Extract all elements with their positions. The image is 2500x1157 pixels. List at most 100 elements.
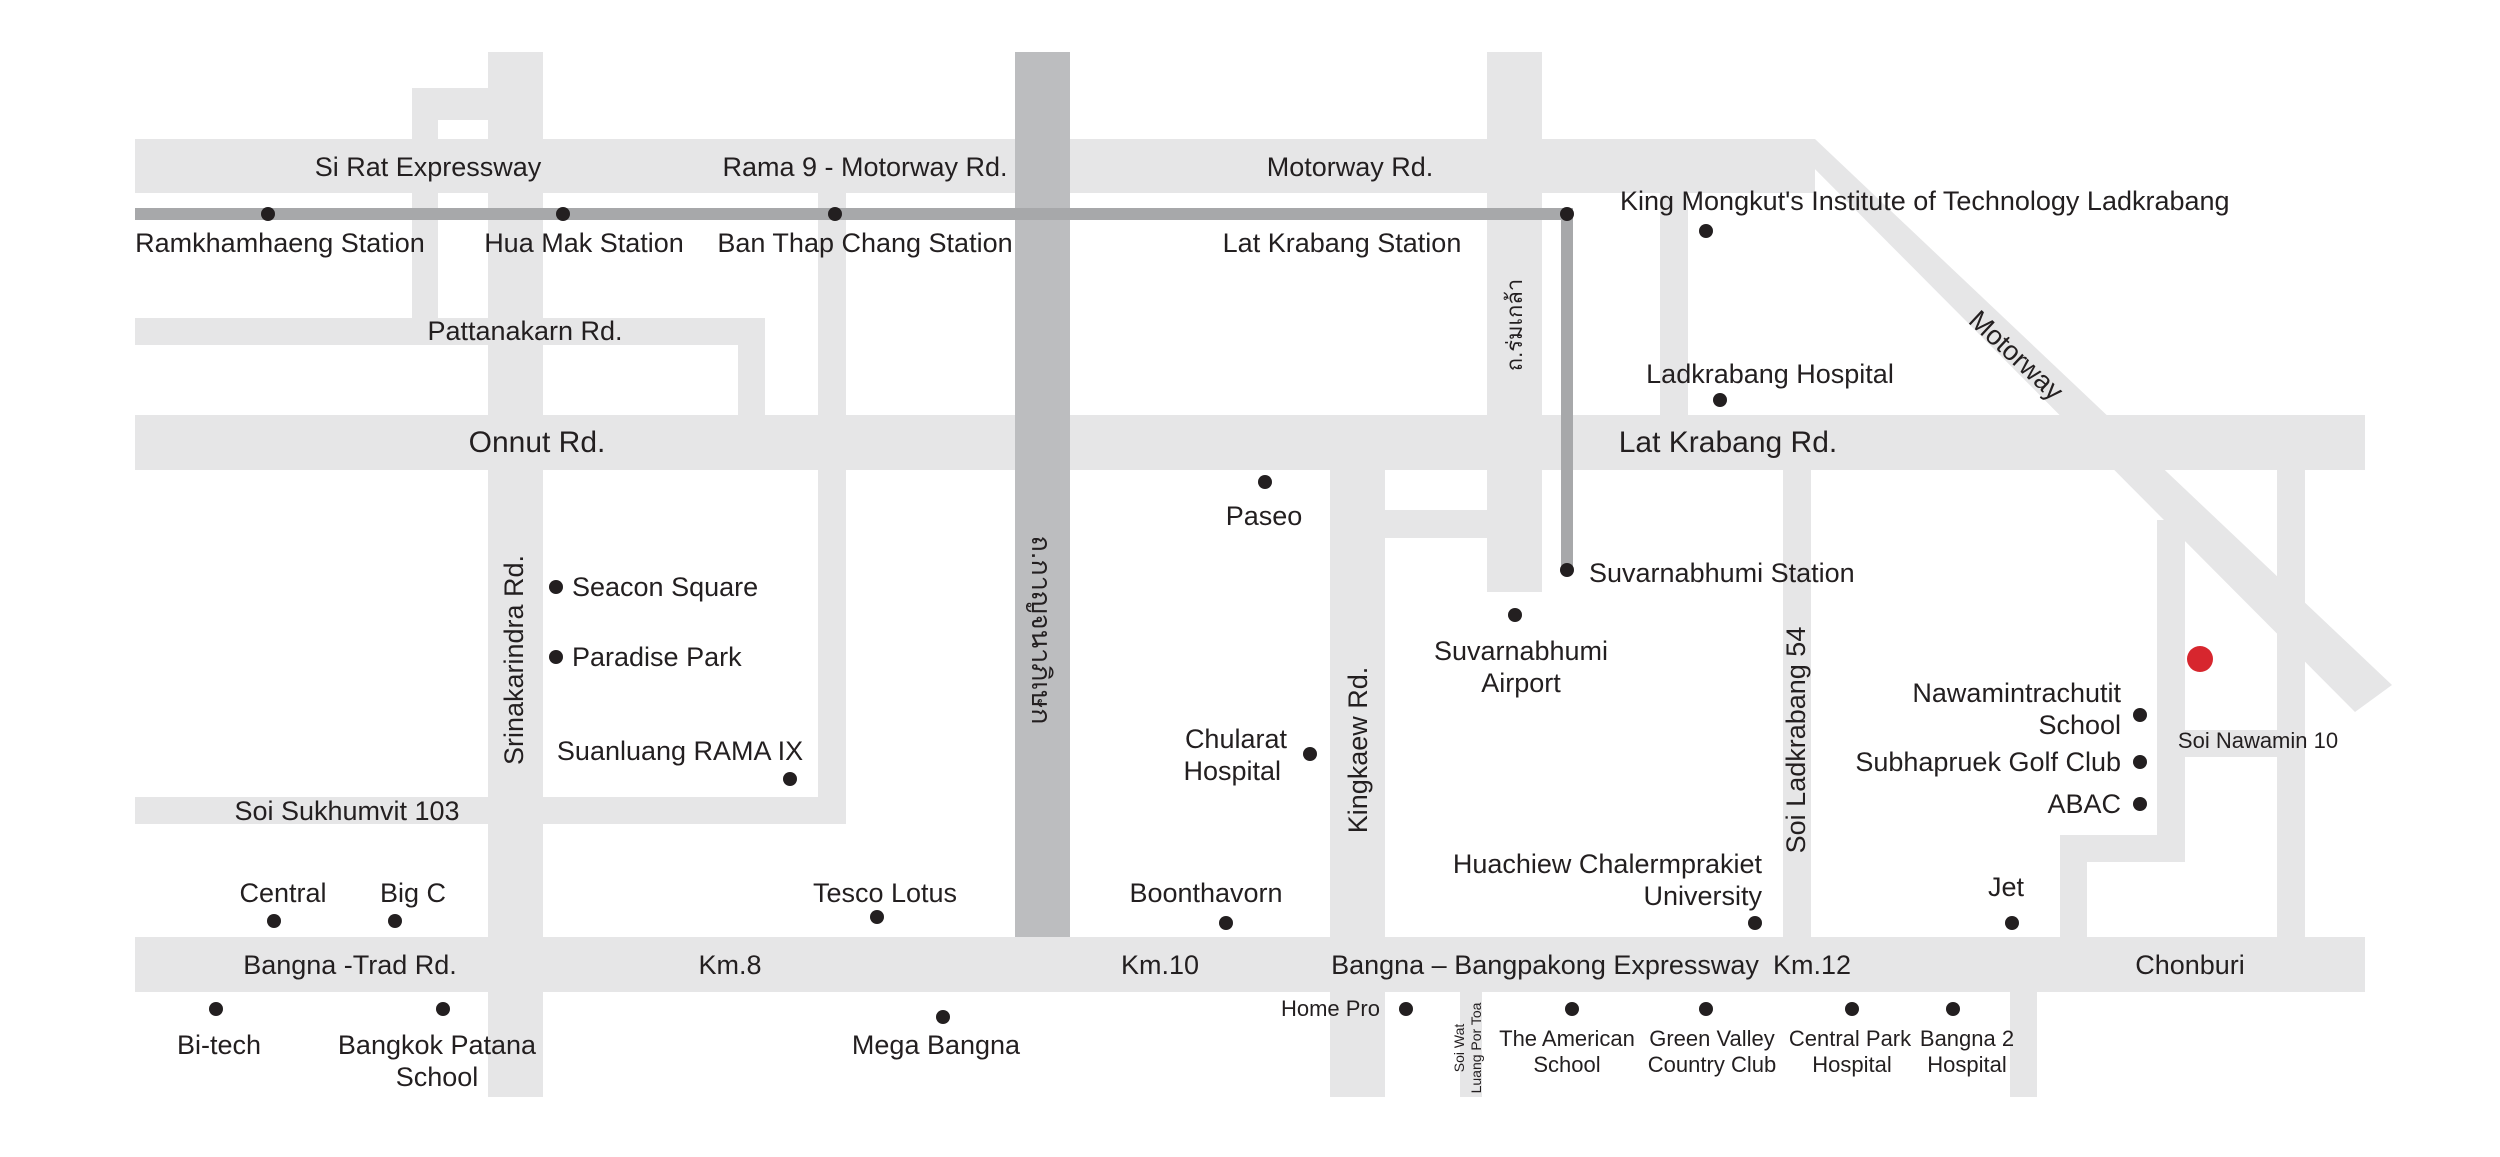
road-pattanakarn [135,318,765,345]
label-central-park-line2: Hospital [1812,1052,1891,1077]
label-ladkrabang-hospital: Ladkrabang Hospital [1646,359,1894,389]
place-dot-seacon-square [549,580,563,594]
place-dot-jet [2005,916,2019,930]
label-boonthavorn: Boonthavorn [1129,878,1282,908]
label-lat-krabang-station: Lat Krabang Station [1223,228,1462,258]
label-american-line1: The American [1499,1026,1635,1051]
label-soi-ladkrabang-54: Soi Ladkrabang 54 [1781,627,1811,854]
label-km8: Km.8 [698,950,761,980]
place-dot-suvarnabhumi-airport [1508,608,1522,622]
place-dot-bi-tech [209,1002,223,1016]
label-bangna-bangpakong-expressway: Bangna – Bangpakong Expressway [1331,950,1759,980]
road-si-rat-loop-left [412,88,438,323]
place-dot-central-park-hospital [1845,1002,1859,1016]
places: King Mongkut's Institute of Technology L… [177,186,2230,1092]
road-motorway-diagonal [1785,139,2392,712]
place-dot-central [267,914,281,928]
road-bang-kapi-link [818,193,846,823]
label-pattanakarn-rd: Pattanakarn Rd. [427,316,622,346]
place-dot-ladkrabang-hospital [1713,393,1727,407]
label-lat-krabang-rd: Lat Krabang Rd. [1619,426,1837,459]
label-ramkhamhaeng-station: Ramkhamhaeng Station [135,228,425,258]
rail-stations: Ramkhamhaeng Station Hua Mak Station Ban… [135,207,1855,588]
place-dot-subhapruek-golf [2133,755,2147,769]
label-srinakarindra-rd: Srinakarindra Rd. [499,555,529,765]
label-huachiew-line2: University [1643,881,1762,911]
place-dot-boonthavorn [1219,916,1233,930]
label-suvarnabhumi-airport-line1: Suvarnabhumi [1434,636,1608,666]
road-soi-sukhumvit-103 [135,797,846,824]
label-huachiew-line1: Huachiew Chalermprakiet [1453,849,1763,879]
road-soi-wat-luang-por-toa [1460,992,1482,1097]
label-kingkaew-rd: Kingkaew Rd. [1343,667,1373,834]
label-hua-mak-station: Hua Mak Station [484,228,684,258]
label-suvarnabhumi-airport-line2: Airport [1481,668,1561,698]
label-chonburi: Chonburi [2135,950,2245,980]
label-rama9-motorway-rd: Rama 9 - Motorway Rd. [722,152,1007,182]
label-ban-thap-chang-station: Ban Thap Chang Station [717,228,1012,258]
label-jet: Jet [1988,872,2025,902]
label-nawamin-line1: Nawamintrachutit [1912,678,2121,708]
label-luang-por-toa: Luang Por Toa [1468,1002,1484,1093]
label-bi-tech: Bi-tech [177,1030,261,1060]
place-dot-american-school [1565,1002,1579,1016]
place-dot-kmitl [1699,224,1713,238]
label-paradise-park: Paradise Park [572,642,742,672]
label-chularat-line1: Chularat [1185,724,1288,754]
place-dot-paseo [1258,475,1272,489]
station-dot-ban-thap-chang [828,207,842,221]
label-suanluang-rama-ix: Suanluang RAMA IX [557,736,803,766]
label-big-c: Big C [380,878,446,908]
label-suvarnabhumi-station: Suvarnabhumi Station [1589,558,1855,588]
road-kingkaew-link [1385,510,1487,538]
road-kmitl-spur [1660,193,1688,415]
label-american-line2: School [1533,1052,1600,1077]
location-marker-pin[interactable] [2187,646,2213,672]
label-km10: Km.10 [1121,950,1199,980]
road-bangna-trad [135,937,2365,992]
label-soi-sukhumvit-103: Soi Sukhumvit 103 [234,796,459,826]
label-chularat-line2: Hospital [1183,756,1281,786]
label-bangna2-line2: Hospital [1927,1052,2006,1077]
road-network [135,52,2392,1097]
place-dot-green-valley [1699,1002,1713,1016]
place-dot-abac [2133,797,2147,811]
label-nawamin-line2: School [2038,710,2121,740]
label-motorway: Motorway [1963,305,2069,407]
label-bangna2-line1: Bangna 2 [1920,1026,2014,1051]
label-mega-bangna: Mega Bangna [852,1030,1021,1060]
place-dot-huachiew [1748,916,1762,930]
road-soi-nawamin-vertical [2157,520,2185,862]
road-pattanakarn-drop [738,318,765,418]
road-romklao [1487,52,1542,592]
place-dot-tesco-lotus [870,910,884,924]
road-soi-nawamin-10 [2185,730,2277,757]
station-dot-hua-mak [556,207,570,221]
label-central: Central [239,878,326,908]
station-dot-ramkhamhaeng [261,207,275,221]
road-kingkaew [1330,470,1385,1097]
label-si-rat-expressway: Si Rat Expressway [315,152,542,182]
label-bangkok-patana-line1: Bangkok Patana [338,1030,537,1060]
place-dot-paradise-park [549,650,563,664]
place-dot-bangna2-hospital [1946,1002,1960,1016]
station-dot-lat-krabang [1560,207,1574,221]
road-soi-nawamin-drop [2060,835,2087,937]
place-dot-suanluang [783,772,797,786]
road-right-vertical [2277,470,2305,937]
label-paseo: Paseo [1226,501,1303,531]
label-tesco-lotus: Tesco Lotus [813,878,957,908]
label-green-valley-line1: Green Valley [1649,1026,1775,1051]
road-bangna2-spur [2010,992,2037,1097]
label-onnut-rd: Onnut Rd. [469,426,606,459]
label-outer-ring-road: ถ.กาญจนาภิเษก [1026,536,1056,725]
label-kmitl: King Mongkut's Institute of Technology L… [1620,186,2230,216]
place-dot-mega-bangna [936,1010,950,1024]
label-bangkok-patana-line2: School [396,1062,479,1092]
label-soi-nawamin-10: Soi Nawamin 10 [2178,728,2338,753]
place-dot-nawamin-school [2133,708,2147,722]
label-seacon-square: Seacon Square [572,572,758,602]
place-dot-home-pro [1399,1002,1413,1016]
road-srinakarindra [488,52,543,1097]
